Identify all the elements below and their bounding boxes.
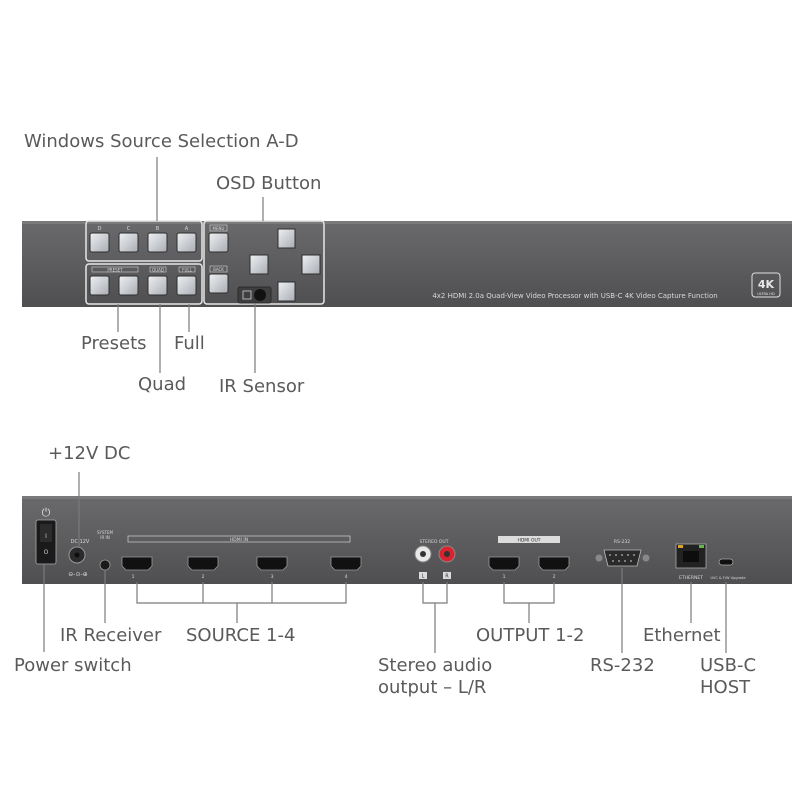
svg-text:I: I [45, 533, 47, 540]
callout-source: SOURCE 1-4 [186, 625, 296, 646]
osd-right-button[interactable] [301, 254, 321, 275]
back-button[interactable] [208, 273, 229, 294]
svg-text:L: L [422, 574, 425, 580]
callout-quad: Quad [138, 374, 187, 395]
rca-right-jack: R [438, 545, 456, 580]
svg-text:ETHERNET: ETHERNET [679, 575, 703, 581]
ethernet-port: ETHERNET [675, 543, 707, 581]
hdmi-out-label: HDMI OUT [517, 538, 540, 544]
svg-text:O: O [44, 549, 49, 556]
dc-power-jack: DC 12V ⊖-⊙-⊕ [68, 539, 90, 578]
osd-left-button[interactable] [249, 254, 269, 275]
svg-text:1: 1 [132, 574, 135, 580]
osd-down-button[interactable] [277, 281, 296, 302]
callout-windows-source: Windows Source Selection A-D [24, 131, 299, 152]
svg-text:4K: 4K [758, 278, 775, 291]
hdmi-in-port-2: 2 [187, 556, 219, 580]
callout-usbc-line1: USB-C [700, 655, 757, 676]
usb-c-port: UVC & F/W Upgrade [710, 558, 746, 580]
window-button-a[interactable]: A [176, 226, 197, 253]
svg-text:⏻: ⏻ [42, 506, 51, 519]
callout-12v-dc: +12V DC [48, 443, 131, 464]
power-switch[interactable]: ⏻ I O [35, 506, 57, 565]
svg-text:1: 1 [503, 574, 506, 580]
hdmi-out-port-2: 2 [538, 556, 570, 580]
callout-ethernet: Ethernet [643, 625, 721, 646]
svg-text:4: 4 [345, 574, 348, 580]
hdmi-in-label: HDMI IN [230, 537, 248, 543]
svg-text:A: A [185, 226, 189, 232]
menu-button[interactable] [208, 232, 229, 253]
ir-in-jack: SYSTEM IR IN [97, 530, 114, 571]
hdmi-in-port-3: 3 [256, 556, 288, 580]
svg-text:UVC & F/W Upgrade: UVC & F/W Upgrade [710, 576, 745, 580]
preset-label: PRESET [107, 267, 123, 272]
callout-rs232: RS-232 [590, 655, 655, 676]
callout-osd-button: OSD Button [216, 173, 322, 194]
osd-buttons-group [203, 220, 325, 305]
stereo-out-label: STEREO OUT [420, 539, 449, 545]
svg-text:C: C [127, 226, 131, 232]
svg-text:D: D [98, 226, 102, 232]
callout-output: OUTPUT 1-2 [476, 625, 585, 646]
svg-text:3: 3 [271, 574, 274, 580]
window-button-d[interactable]: D [89, 226, 110, 253]
svg-text:ULTRA HD: ULTRA HD [757, 292, 775, 296]
4k-badge: 4K ULTRA HD [751, 272, 781, 298]
callout-full: Full [174, 333, 205, 354]
callout-ir-sensor: IR Sensor [219, 376, 305, 397]
window-button-b[interactable]: B [147, 226, 168, 253]
svg-text:2: 2 [553, 574, 556, 580]
hdmi-in-port-1: 1 [121, 556, 153, 580]
svg-text:B: B [156, 226, 160, 232]
svg-text:IR IN: IR IN [100, 535, 109, 540]
rear-panel [22, 496, 792, 584]
svg-text:⊖-⊙-⊕: ⊖-⊙-⊕ [68, 571, 87, 578]
menu-label: MENU [213, 226, 225, 231]
svg-text:DC 12V: DC 12V [71, 539, 90, 545]
rear-leader-lines [43, 472, 727, 653]
ir-sensor [237, 286, 272, 304]
preset-button-1[interactable] [89, 275, 110, 296]
quad-button[interactable] [147, 275, 168, 296]
mode-buttons-group [85, 263, 203, 305]
svg-text:2: 2 [202, 574, 205, 580]
rca-left-jack: L [414, 545, 432, 580]
back-label: BACK [213, 267, 224, 272]
callout-stereo-line2: output – L/R [378, 677, 487, 698]
front-leader-lines [117, 157, 264, 373]
window-button-c[interactable]: C [118, 226, 139, 253]
preset-button-2[interactable] [118, 275, 139, 296]
full-button[interactable] [176, 275, 197, 296]
window-buttons-group [85, 220, 203, 262]
product-description: 4x2 HDMI 2.0a Quad-View Video Processor … [432, 292, 717, 300]
quad-label: QUAD [152, 267, 164, 272]
callout-power-switch: Power switch [14, 655, 132, 676]
svg-text:SYSTEM: SYSTEM [97, 530, 113, 535]
callout-stereo-line1: Stereo audio [378, 655, 493, 676]
svg-text:R: R [445, 574, 449, 580]
hdmi-in-port-4: 4 [330, 556, 362, 580]
callout-ir-receiver: IR Receiver [60, 625, 162, 646]
rs232-port [595, 549, 650, 567]
callout-presets: Presets [81, 333, 147, 354]
rs232-label: RS-232 [614, 539, 630, 545]
hdmi-out-port-1: 1 [488, 556, 520, 580]
full-label: FULL [182, 267, 192, 272]
osd-up-button[interactable] [277, 228, 296, 249]
callout-usbc-line2: HOST [700, 677, 751, 698]
